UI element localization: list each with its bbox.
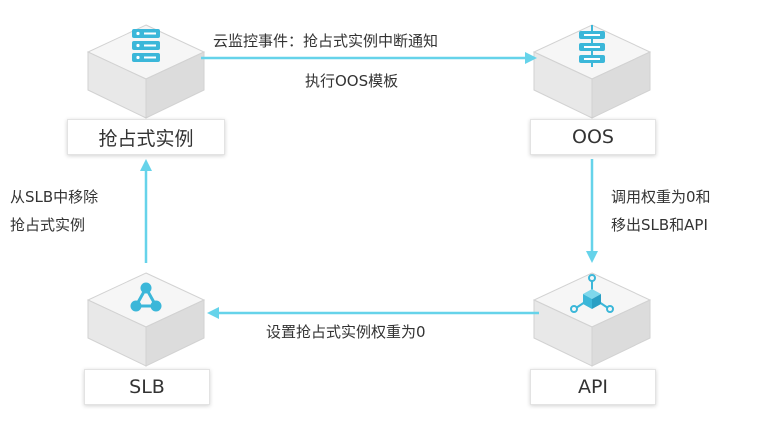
edge-right-line2: 移出SLB和API — [611, 216, 708, 234]
node-slb-label: SLB — [84, 369, 210, 405]
preemptible-instance-label: 抢占式实例 — [98, 127, 194, 150]
edge-top-line2: 执行OOS模板 — [305, 72, 399, 90]
network-share-icon — [130, 282, 162, 312]
node-api-label: API — [530, 369, 656, 405]
arrow-instance-to-oos — [201, 52, 537, 64]
edge-right-line1: 调用权重为0和 — [611, 188, 711, 206]
oos-label: OOS — [572, 126, 614, 148]
cube-preemptible-instance — [87, 24, 205, 119]
workflow-template-icon — [579, 25, 605, 67]
edge-top-line1: 云监控事件：抢占式实例中断通知 — [213, 32, 439, 50]
arrow-slb-to-instance — [140, 159, 152, 263]
server-stack-icon — [132, 29, 160, 62]
edge-left-line1: 从SLB中移除 — [10, 188, 99, 206]
slb-label: SLB — [129, 376, 165, 398]
arrow-oos-to-api — [586, 159, 598, 263]
edge-bottom-line1: 设置抢占式实例权重为0 — [266, 323, 426, 341]
node-oos-label: OOS — [530, 119, 656, 155]
edge-left-line2: 抢占式实例 — [10, 216, 86, 234]
api-label: API — [577, 376, 609, 398]
arrow-api-to-slb — [207, 307, 539, 319]
node-preemptible-instance-label: 抢占式实例 — [67, 119, 225, 155]
cube-connector-icon — [570, 274, 614, 313]
